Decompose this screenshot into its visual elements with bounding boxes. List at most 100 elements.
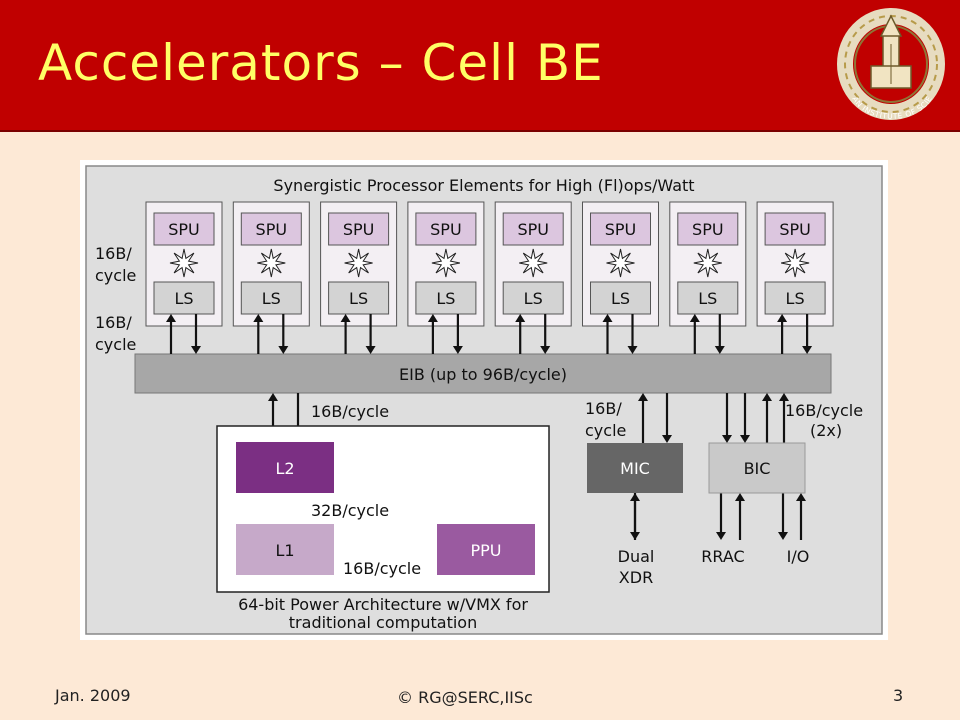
spe-up-arrow <box>166 314 176 322</box>
rrac-bic-up-arrow <box>735 493 745 501</box>
spe-down-arrow <box>627 346 638 354</box>
spe-unit: SPU LS <box>494 201 572 327</box>
bic-bandwidth-1: 16B/cycle <box>785 401 863 420</box>
ls-block <box>240 281 302 315</box>
bic-bandwidth-2: (2x) <box>810 421 842 440</box>
cell-be-diagram: Synergistic Processor Elements for High … <box>80 160 888 640</box>
spe-unit: SPU LS <box>407 201 485 327</box>
io-bic-up-arrow <box>796 493 806 501</box>
ls-label: LS <box>349 289 368 308</box>
spu-ls-link-star <box>169 248 199 278</box>
spu-block <box>153 212 215 246</box>
ppe-caption-line-2: traditional computation <box>289 613 477 632</box>
spu-label: SPU <box>256 220 288 239</box>
ppe-caption-line-1: 64-bit Power Architecture w/VMX for <box>238 595 528 614</box>
spe-down-arrow <box>714 346 725 354</box>
spu-block <box>415 212 477 246</box>
spe-up-arrow <box>427 314 438 322</box>
spu-ls-link-star <box>519 248 548 278</box>
ls-label: LS <box>611 289 630 308</box>
spe-unit: SPU LS <box>756 201 834 327</box>
spe-down-arrow <box>540 346 551 354</box>
dual-xdr-line-2: XDR <box>619 568 653 587</box>
spe-unit: SPU LS <box>145 201 223 327</box>
ls-block <box>502 281 564 315</box>
spu-block <box>677 212 739 246</box>
ls-label: LS <box>524 289 543 308</box>
spe-bandwidth-top-2: cycle <box>95 266 136 285</box>
spe-down-arrow <box>365 346 376 354</box>
mic-label: MIC <box>620 459 650 478</box>
iisc-logo: INDIAN INSTITUTE OF SCIENCE <box>833 0 946 122</box>
mic-block <box>587 443 683 493</box>
eib-mic-down-arrow <box>662 435 672 443</box>
spe-down-arrow <box>802 346 813 354</box>
spu-block <box>764 212 826 246</box>
spu-ls-link-star <box>693 248 722 278</box>
ls-block <box>328 281 390 315</box>
mic-bandwidth-2: cycle <box>585 421 626 440</box>
spe-down-arrow <box>278 346 289 354</box>
spe-unit: SPU LS <box>320 201 398 327</box>
eib-bus <box>134 353 832 394</box>
spu-ls-link-star <box>344 248 373 278</box>
spe-up-arrow <box>777 314 788 322</box>
rrac-label: RRAC <box>701 547 744 566</box>
spe-bandwidth-bottom-1: 16B/ <box>95 313 132 332</box>
ls-label: LS <box>698 289 717 308</box>
spu-ls-link-star <box>257 248 286 278</box>
spe-up-arrow <box>340 314 351 322</box>
ls-block <box>764 281 826 315</box>
bic-label: BIC <box>744 459 771 478</box>
ls-label: LS <box>436 289 455 308</box>
eib-bic-down-arrow-2 <box>740 435 750 443</box>
mic-eib-up-arrow <box>638 393 648 401</box>
spe-bandwidth-bottom-2: cycle <box>95 335 136 354</box>
ls-label: LS <box>262 289 281 308</box>
ls-label: LS <box>786 289 805 308</box>
eib-l2-bandwidth: 16B/cycle <box>311 402 389 421</box>
spu-label: SPU <box>517 220 549 239</box>
l2-label: L2 <box>275 459 294 478</box>
l2-l1-bandwidth: 32B/cycle <box>311 501 389 520</box>
spe-down-arrow <box>191 346 201 354</box>
spu-label: SPU <box>605 220 637 239</box>
spu-block <box>328 212 390 246</box>
bic-eib-up-arrow-2 <box>779 393 789 401</box>
spu-label: SPU <box>168 220 200 239</box>
l1-ppu-bandwidth: 16B/cycle <box>343 559 421 578</box>
ls-block <box>590 281 651 315</box>
spu-label: SPU <box>343 220 375 239</box>
spe-unit: SPU LS <box>232 201 310 327</box>
bic-rrac-down-arrow <box>716 532 726 540</box>
ls-block <box>415 281 477 315</box>
l1-cache-block <box>236 524 334 575</box>
l1-label: L1 <box>275 541 294 560</box>
spe-up-arrow <box>689 314 700 322</box>
spe-up-arrow <box>515 314 526 322</box>
slide-title: Accelerators – Cell BE <box>38 34 604 92</box>
spu-block <box>502 212 564 246</box>
title-bar: Accelerators – Cell BE INDIAN INSTITUTE … <box>0 0 960 132</box>
spe-heading: Synergistic Processor Elements for High … <box>273 176 694 195</box>
ls-label: LS <box>174 289 193 308</box>
l2-cache-block <box>236 442 334 493</box>
spu-label: SPU <box>430 220 462 239</box>
spe-up-arrow <box>602 314 613 322</box>
spe-unit: SPU LS <box>582 201 659 327</box>
mic-bandwidth-1: 16B/ <box>585 399 622 418</box>
spu-ls-link-star <box>606 248 635 278</box>
logo-tower <box>870 14 912 89</box>
ls-block <box>677 281 739 315</box>
dual-xdr-line-1: Dual <box>618 547 655 566</box>
ppu-block <box>437 524 535 575</box>
page-number: 3 <box>893 686 904 705</box>
xdr-mic-up-arrow <box>630 493 640 501</box>
spe-up-arrow <box>253 314 264 322</box>
footer-date: Jan. 2009 <box>55 686 131 705</box>
spu-block <box>240 212 302 246</box>
spu-label: SPU <box>779 220 811 239</box>
spu-block <box>590 212 651 246</box>
eib-label: EIB (up to 96B/cycle) <box>399 365 567 384</box>
spu-label: SPU <box>692 220 724 239</box>
